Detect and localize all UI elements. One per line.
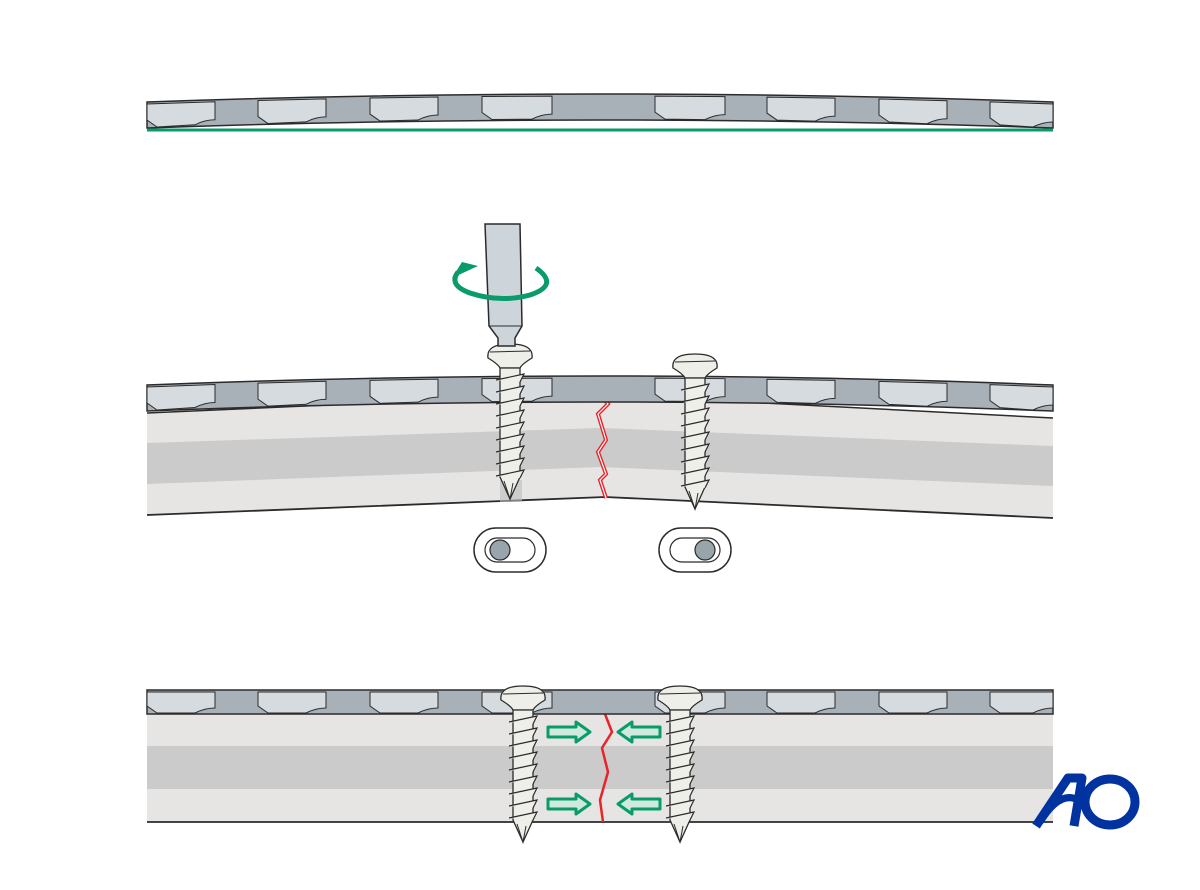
screw-thread xyxy=(665,727,696,737)
plate-hole xyxy=(257,691,327,714)
screw-thread xyxy=(508,775,539,785)
screw-thread xyxy=(495,433,526,443)
screw-thread xyxy=(508,763,539,773)
screw-thread xyxy=(665,763,696,773)
screw-position-dot xyxy=(694,539,716,561)
step3-compressed-fracture xyxy=(146,685,1054,844)
rotation-arrowhead xyxy=(452,262,478,278)
screw-position-dot xyxy=(489,539,511,561)
plate-hole xyxy=(257,98,327,125)
screw-thread xyxy=(495,445,526,455)
screw-head xyxy=(487,343,533,369)
screw-thread xyxy=(508,739,539,749)
screw-thread xyxy=(665,739,696,749)
screw-tip-flute xyxy=(503,480,514,501)
cortical-screw xyxy=(500,685,546,844)
plate-hole xyxy=(146,691,216,714)
screw-tip-flute xyxy=(688,490,699,511)
screw-thread xyxy=(665,787,696,797)
screw-thread xyxy=(508,727,539,737)
plate-hole xyxy=(878,691,948,714)
screw-thread xyxy=(508,799,539,809)
screw-thread xyxy=(495,409,526,419)
cortical-screw xyxy=(487,343,533,501)
plate-hole xyxy=(989,101,1054,128)
screw-head xyxy=(500,685,546,711)
screw-thread xyxy=(495,385,526,395)
compression-arrow-icon xyxy=(616,792,662,816)
screw-thread xyxy=(495,397,526,407)
cortical-screw xyxy=(672,353,718,511)
screw-thread xyxy=(680,443,711,453)
ao-logo xyxy=(1032,773,1140,830)
screw-thread xyxy=(680,467,711,477)
plate-hole xyxy=(878,380,948,407)
screw-tip-flute xyxy=(516,823,527,844)
screw-head-line xyxy=(674,360,716,363)
screw-thread xyxy=(495,457,526,467)
screw-thread xyxy=(495,421,526,431)
screw-head xyxy=(672,353,718,379)
screw-thread xyxy=(508,751,539,761)
undefined-medulla xyxy=(147,746,1053,789)
screw-thread xyxy=(680,431,711,441)
screw-thread xyxy=(680,419,711,429)
plate-hole xyxy=(989,691,1054,714)
screw-thread xyxy=(665,775,696,785)
plate-hole xyxy=(369,378,439,404)
screw-thread xyxy=(508,811,539,821)
screw-thread xyxy=(665,799,696,809)
screw-thread xyxy=(665,811,696,821)
screw-thread xyxy=(508,715,539,725)
plate-hole xyxy=(369,691,439,714)
plate-hole xyxy=(878,98,948,125)
plate-hole xyxy=(257,380,327,407)
screw-head-line xyxy=(502,692,544,695)
screw-tip-flute xyxy=(673,823,684,844)
screw-head xyxy=(657,685,703,711)
screw-thread xyxy=(495,373,526,383)
rotate-clockwise-arrow-icon xyxy=(452,262,549,301)
plate-hole xyxy=(654,95,726,121)
screw-head-line xyxy=(489,350,531,353)
rotation-arc xyxy=(452,265,549,301)
plate-hole xyxy=(766,378,836,404)
plate-hole xyxy=(766,96,836,122)
screw-thread xyxy=(508,787,539,797)
screw-thread xyxy=(495,469,526,479)
plate-hole xyxy=(146,101,216,128)
compression-arrow-icon xyxy=(546,720,592,744)
screwdriver xyxy=(484,223,523,347)
compression-arrow-icon xyxy=(546,792,592,816)
plate-hole xyxy=(766,691,836,714)
screw-thread xyxy=(665,751,696,761)
plate-hole xyxy=(369,96,439,122)
screw-thread xyxy=(680,479,711,489)
screw-thread xyxy=(680,395,711,405)
plate-hole xyxy=(146,383,216,411)
step1-prebent-plate xyxy=(146,93,1054,132)
screw-thread xyxy=(680,455,711,465)
step2-eccentric-screw-insertion xyxy=(146,223,1054,573)
compression-arrow-icon xyxy=(616,720,662,744)
fracture-line xyxy=(598,713,614,823)
plate-hole xyxy=(481,95,553,121)
fracture-gap xyxy=(597,393,609,499)
screw-head-line xyxy=(659,692,701,695)
screw-thread xyxy=(665,715,696,725)
screw-thread xyxy=(680,383,711,393)
cortical-screw xyxy=(657,685,703,844)
screw-thread xyxy=(680,407,711,417)
plate-hole xyxy=(989,384,1054,411)
